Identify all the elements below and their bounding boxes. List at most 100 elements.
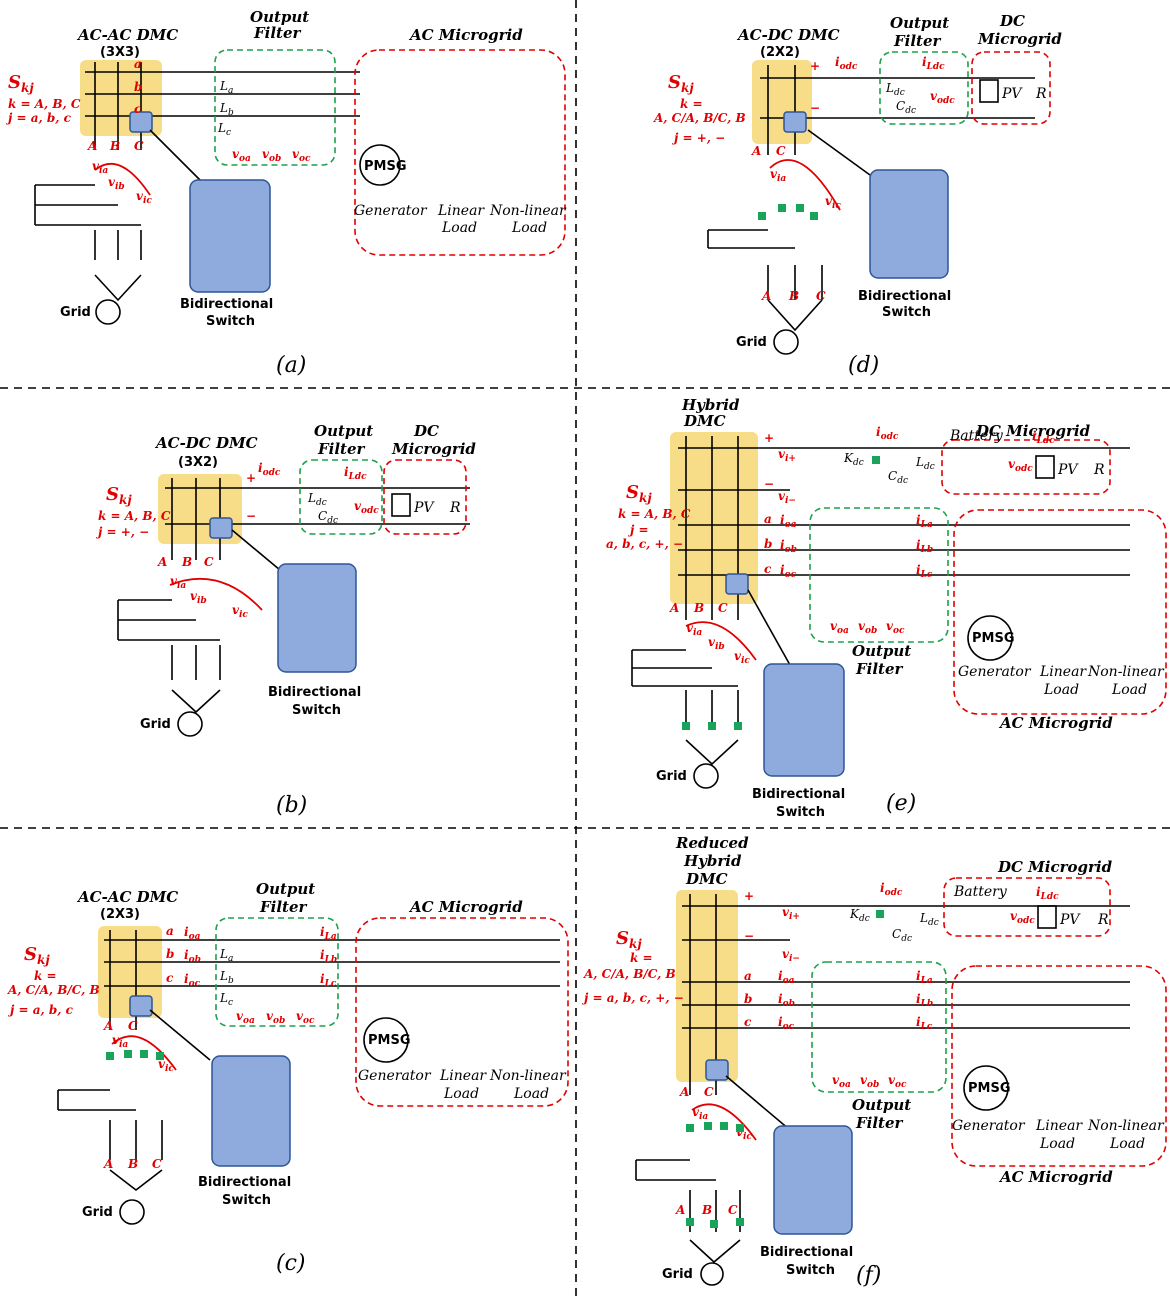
panel-a-vic: vic <box>136 189 152 206</box>
panel-a-out-a: a <box>134 57 142 71</box>
panel-e-switch-arrow <box>747 589 791 666</box>
panel-f-pmsg-label: PMSG <box>968 1081 1011 1096</box>
panel-d-filter-box <box>879 51 969 125</box>
panel-a-grid-source <box>95 299 121 325</box>
panel-f-grid-source <box>700 1262 724 1286</box>
panel-f-pv-label: PV <box>1059 912 1081 928</box>
panel-e-out-a: a <box>764 512 772 526</box>
panel-c-grid-source <box>119 1199 145 1225</box>
panel-f-switch-marker <box>705 1059 729 1081</box>
panel-f-ac-box <box>951 965 1167 1167</box>
panel-a-out-b: b <box>134 80 142 94</box>
panel-f-bidirectional-switch <box>773 1125 853 1235</box>
panel-f-dc-box <box>943 877 1111 937</box>
panel-b-grid-title-1: DC <box>413 422 439 440</box>
panel-f-filter-title-1: Output <box>852 1096 911 1114</box>
panel-d-j: j = +, − <box>672 131 725 145</box>
panel-b-vic: vic <box>232 603 248 620</box>
panel-e-iLa: iLa <box>916 513 933 530</box>
panel-a-nonlinear-1: Non-linear <box>489 203 567 219</box>
panel-e-iob: iob <box>780 538 797 555</box>
panel-e-j1: j = <box>628 523 649 537</box>
panel-e-j2: a, b, c, +, − <box>606 537 683 551</box>
panel-c-pmsg <box>363 1017 409 1063</box>
panel-e: Hybrid DMC Skj k = A, B, C j = a, b, c, … <box>606 396 1167 820</box>
panel-e-dc-title: DC Microgrid <box>975 422 1091 440</box>
panel-c-generator: Generator <box>358 1068 432 1084</box>
panel-b-vodc: vodc <box>354 499 379 516</box>
panel-b-via: via <box>170 574 186 591</box>
panel-d-filter-title-1: Output <box>890 14 949 32</box>
panel-d-dmc-title: AC-DC DMC <box>736 26 840 44</box>
panel-d-pv-label: PV <box>1001 86 1023 102</box>
panel-e-filter-title-1: Output <box>852 642 911 660</box>
panel-f-Kdc-label: Kdc <box>849 907 870 924</box>
panel-d-k1: k = <box>680 97 703 111</box>
panel-f-iob: iob <box>778 992 795 1009</box>
panel-e-KA <box>682 722 690 730</box>
panel-e-Kdc-label: Kdc <box>843 451 864 468</box>
panel-f-iLb: iLb <box>916 992 933 1009</box>
panel-f-inductors <box>689 1190 741 1264</box>
panel-e-v-arc <box>685 621 757 661</box>
panel-e-input-caps <box>631 649 738 687</box>
panel-f-bidir-1: Bidirectional <box>760 1245 853 1260</box>
panel-f-output-bus <box>682 905 1130 1029</box>
panel-f-linear-2: Load <box>1039 1136 1075 1152</box>
panel-d-K1 <box>758 212 766 220</box>
panel-c-K1 <box>106 1052 114 1060</box>
panel-e-vib: vib <box>708 635 725 652</box>
panel-b-minus: − <box>246 509 256 523</box>
panel-c-grid-A: A <box>103 1157 113 1171</box>
panel-e-filter-title-2: Filter <box>855 660 904 678</box>
panel-d-pv <box>979 79 999 103</box>
panel-f-KB <box>710 1220 718 1228</box>
panel-f-k2: A, C/A, B/C, B <box>583 967 676 981</box>
panel-f-K2 <box>704 1122 712 1130</box>
panel-a-filter-title-1: Output <box>250 8 309 26</box>
panel-b-grid-label: Grid <box>140 717 171 732</box>
panel-a-bidirectional-switch <box>189 179 271 293</box>
panel-c-in-A: A <box>103 1019 113 1033</box>
panel-f-KA <box>686 1218 694 1226</box>
panel-c-microgrid-box <box>355 917 569 1107</box>
panel-c: AC-AC DMC (2X3) Skj k = A, C/A, B/C, B j… <box>7 880 569 1276</box>
panel-a-grid-label: Grid <box>60 305 91 320</box>
panel-c-in-C: C <box>128 1019 138 1033</box>
panel-d-switch-arrow <box>807 129 871 176</box>
panel-a-v-arc <box>94 162 151 196</box>
panel-f-vi-plus: vi+ <box>782 905 800 922</box>
panel-f-K4 <box>736 1124 744 1132</box>
panel-d-vodc: vodc <box>930 89 955 106</box>
panel-c-filter-title-2: Filter <box>259 898 308 916</box>
panel-c-nonlinear-2: Load <box>513 1086 549 1102</box>
panel-f-input-caps <box>635 1159 716 1181</box>
panel-f-k1: k = <box>630 951 653 965</box>
panel-f-K3 <box>720 1122 728 1130</box>
panel-b-microgrid-box <box>383 459 467 535</box>
panel-d-K4 <box>810 212 818 220</box>
panel-c-out-b: b <box>166 947 174 961</box>
panel-f-v-arc <box>691 1103 757 1141</box>
panel-b-grid-source <box>177 711 203 737</box>
panel-b-in-C: C <box>204 555 214 569</box>
panel-d-filter-title-2: Filter <box>893 32 942 50</box>
panel-f-vi-minus: vi− <box>782 947 800 964</box>
panel-d-plus: + <box>810 59 820 73</box>
panel-e-in-C: C <box>718 601 728 615</box>
panel-d-iodc: iodc <box>835 55 858 72</box>
panel-d-K2 <box>778 204 786 212</box>
panel-a: AC-AC DMC (3X3) a b c Skj k = A, B, C j … <box>6 8 567 378</box>
panel-f-voc: voc <box>888 1073 907 1090</box>
panel-f-iLc: iLc <box>916 1015 933 1032</box>
panel-e-vob: vob <box>858 619 877 636</box>
panel-a-input-lines <box>94 62 142 150</box>
panel-e-battery: Battery <box>949 428 1004 444</box>
panel-b-bidir-1: Bidirectional <box>268 685 361 700</box>
panel-b-inductors <box>171 645 221 714</box>
panel-e-switch-marker <box>725 573 749 595</box>
panel-b-skj: Skj <box>106 484 132 507</box>
panel-e-ioc: ioc <box>780 563 797 580</box>
panel-c-pmsg-label: PMSG <box>368 1033 411 1048</box>
